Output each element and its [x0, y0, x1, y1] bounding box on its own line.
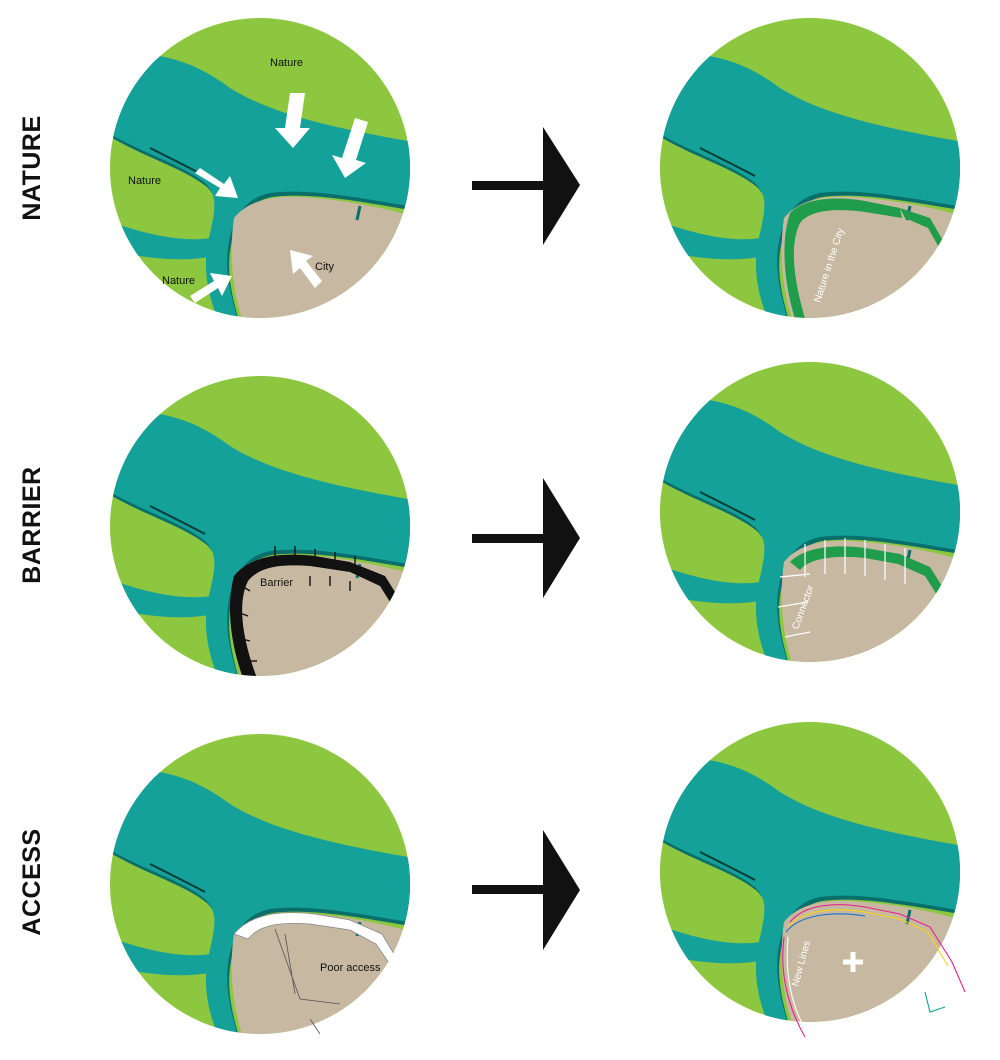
up-arrow-icon — [290, 250, 322, 288]
label-barrier: Barrier — [260, 577, 293, 589]
green-connector-strip — [790, 546, 960, 634]
transform-arrow-3 — [472, 830, 580, 950]
label-nature-top: Nature — [270, 57, 303, 69]
nature-before-map: Nature Nature Nature City — [110, 18, 410, 318]
transform-arrow-1 — [472, 127, 580, 245]
label-nature-left: Nature — [128, 175, 161, 187]
right-arrow-icon — [543, 127, 580, 245]
label-poor-access: Poor access — [320, 962, 381, 974]
barrier-wall — [230, 554, 410, 676]
row-label-access: ACCESS — [18, 828, 46, 935]
down-arrow-icon — [332, 118, 368, 178]
pressure-arrows — [190, 93, 368, 303]
right-arrow-icon — [543, 830, 580, 950]
row-label-nature: NATURE — [18, 115, 46, 220]
right-arrow-icon — [195, 168, 238, 198]
access-paths — [274, 928, 341, 1035]
barrier-ticks — [239, 546, 356, 662]
label-nature-bottom: Nature — [162, 275, 195, 287]
label-city: City — [315, 261, 334, 273]
poor-access-edge — [233, 912, 410, 995]
new-lines-paths — [782, 904, 966, 1038]
connector-lines — [777, 538, 906, 638]
nature-after-map: Nature in the City — [660, 18, 960, 318]
right-arrow-icon — [190, 273, 232, 303]
barrier-after-map: Connector — [660, 362, 960, 662]
plus-icon — [843, 952, 863, 972]
nature-strip — [784, 198, 902, 318]
down-arrow-icon — [275, 93, 310, 148]
access-before-map: Poor access — [110, 734, 410, 1035]
row-label-barrier: BARRIER — [18, 466, 46, 583]
transform-arrow-2 — [472, 478, 580, 598]
barrier-before-map: Barrier — [110, 376, 410, 676]
right-arrow-icon — [543, 478, 580, 598]
access-after-map: New Lines — [660, 722, 966, 1038]
